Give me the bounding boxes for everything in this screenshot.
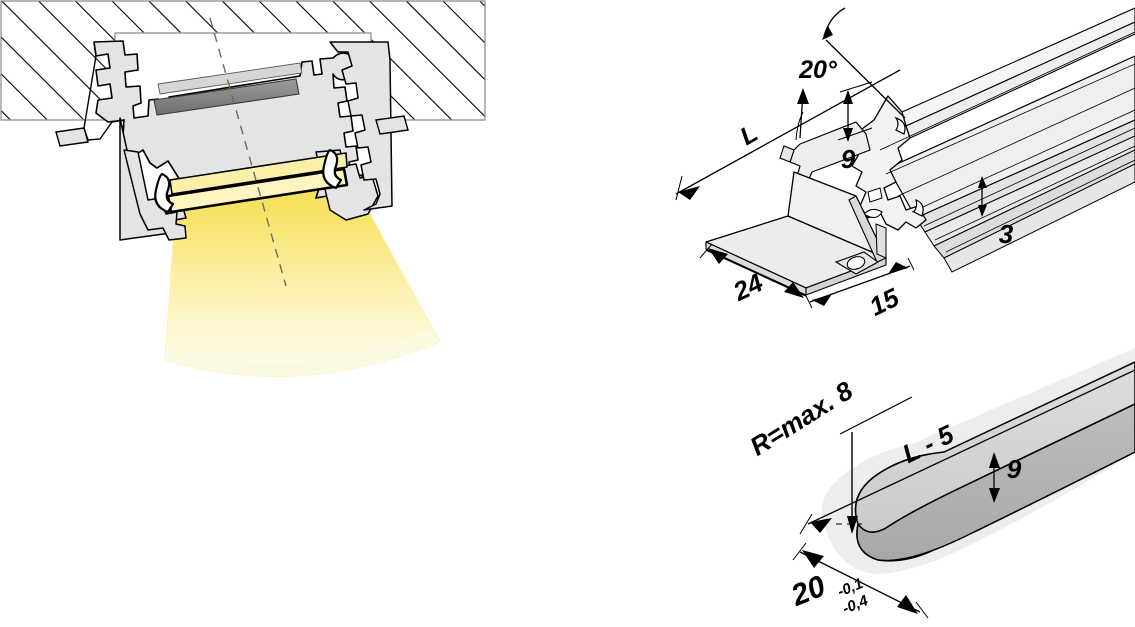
- diffuser-cover: [154, 148, 349, 214]
- isometric-profile-view: 20° L 9 3 24 15: [675, 7, 1135, 322]
- dimension-cover-height: 9: [1007, 454, 1022, 484]
- cover-dimensions: [792, 369, 1135, 619]
- dimension-radius: R=max. 8: [745, 375, 859, 462]
- led-strip: [153, 62, 303, 116]
- end-cap-part: [705, 171, 887, 296]
- dimension-height-9: 9: [841, 144, 856, 174]
- optical-axis-dashed: [209, 17, 287, 287]
- cover-diffuser-view: R=max. 8 L - 5 9 20 -0,1 -0,4: [745, 348, 1135, 619]
- dimension-cover-width: 20: [786, 570, 831, 614]
- dimension-length-L: L: [735, 119, 762, 151]
- ceiling-section-view: [0, 0, 486, 377]
- dimension-width-15: 15: [864, 282, 904, 322]
- dimension-angle: 20°: [798, 56, 838, 84]
- profile-extrusion: [779, 7, 1135, 273]
- isometric-dimensions: [675, 7, 987, 309]
- dimension-depth-3: 3: [999, 219, 1014, 249]
